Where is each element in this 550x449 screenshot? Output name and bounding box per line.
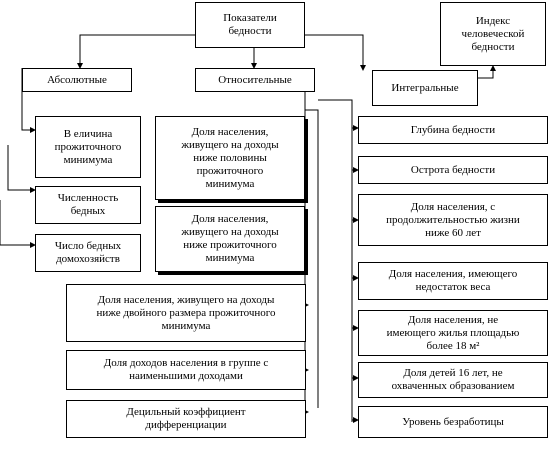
integral-node: Интегральные: [372, 70, 478, 106]
relative-item-label: Доля населения, живущего на доходы ниже …: [96, 293, 276, 332]
absolute-item-label: Число бедных домохозяйств: [54, 240, 122, 265]
integral-item-housing: Доля населения, не имеющего жилья площад…: [358, 310, 548, 356]
integral-item-underweight: Доля населения, имеющего недостаток веса: [358, 262, 548, 300]
relative-item-label: Доля доходов населения в группе с наимен…: [103, 357, 269, 382]
integral-item-label: Доля населения, не имеющего жилья площад…: [386, 313, 520, 352]
integral-item-depth: Глубина бедности: [358, 116, 548, 144]
integral-item-unemployment: Уровень безработицы: [358, 406, 548, 438]
relative-item-double-subsistence: Доля населения, живущего на доходы ниже …: [66, 284, 306, 342]
integral-item-life-expectancy: Доля населения, с продолжительностью жиз…: [358, 194, 548, 246]
hdi-label: Индекс человеческой бедности: [461, 14, 525, 53]
hdi-node: Индекс человеческой бедности: [440, 2, 546, 66]
relative-item-decile-ratio: Децильный коэффициент дифференциации: [66, 400, 306, 438]
root-node: Показатели бедности: [195, 2, 305, 48]
relative-node: Относительные: [195, 68, 315, 92]
relative-item-half-subsistence: Доля населения, живущего на доходы ниже …: [155, 116, 305, 200]
relative-label: Относительные: [218, 73, 292, 86]
integral-item-label: Глубина бедности: [410, 123, 496, 136]
relative-item-label: Доля населения, живущего на доходы ниже …: [181, 213, 279, 264]
absolute-item-poor-households: Число бедных домохозяйств: [35, 234, 141, 272]
absolute-item-subsistence: В еличина прожиточного минимума: [35, 116, 141, 178]
relative-item-label: Децильный коэффициент дифференциации: [126, 406, 246, 431]
integral-item-label: Острота бедности: [410, 163, 496, 176]
integral-item-label: Доля населения, с продолжительностью жиз…: [386, 200, 520, 239]
absolute-item-label: В еличина прожиточного минимума: [54, 127, 122, 166]
integral-item-education: Доля детей 16 лет, не охваченных образов…: [358, 362, 548, 398]
absolute-node: Абсолютные: [22, 68, 132, 92]
absolute-label: Абсолютные: [47, 73, 107, 86]
integral-item-label: Уровень безработицы: [402, 415, 504, 428]
relative-item-below-subsistence: Доля населения, живущего на доходы ниже …: [155, 206, 305, 272]
relative-item-lowest-income-share: Доля доходов населения в группе с наимен…: [66, 350, 306, 390]
root-label: Показатели бедности: [223, 12, 277, 37]
integral-label: Интегральные: [391, 81, 459, 94]
relative-item-label: Доля населения, живущего на доходы ниже …: [181, 125, 279, 190]
integral-item-severity: Острота бедности: [358, 156, 548, 184]
integral-item-label: Доля населения, имеющего недостаток веса: [388, 268, 518, 293]
integral-item-label: Доля детей 16 лет, не охваченных образов…: [391, 367, 515, 392]
absolute-item-label: Численность бедных: [57, 192, 119, 217]
absolute-item-poor-count: Численность бедных: [35, 186, 141, 224]
